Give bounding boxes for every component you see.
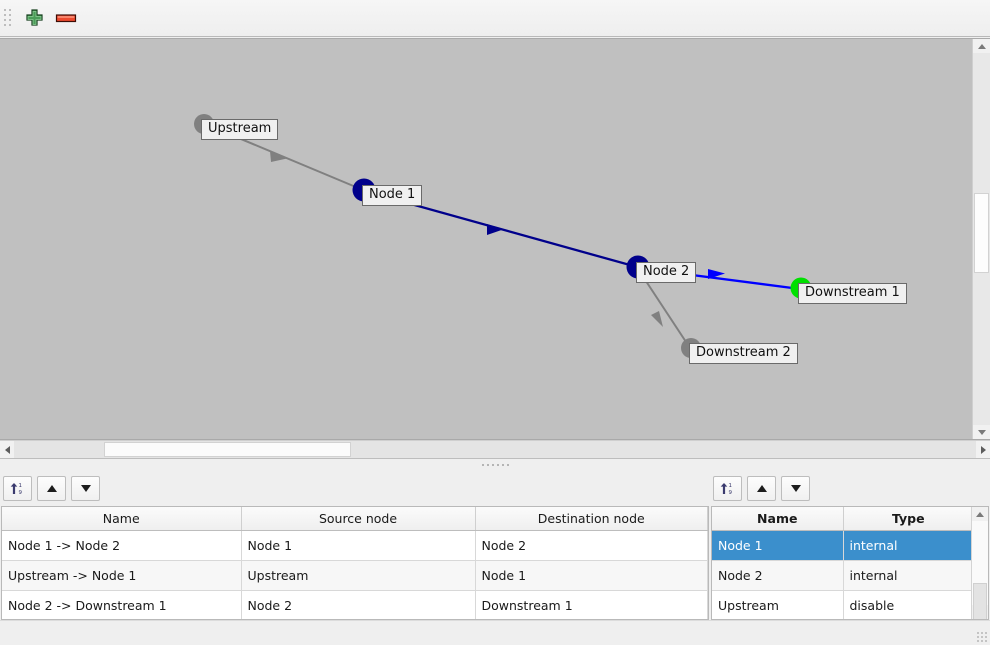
nodes-move-down-button[interactable] bbox=[781, 475, 810, 501]
sort-icon: 1 9 bbox=[10, 482, 23, 496]
pane-splitter[interactable] bbox=[0, 458, 990, 470]
triangle-up-icon bbox=[976, 511, 984, 517]
nodes-table-header-row: Name Type bbox=[712, 507, 974, 531]
table-row[interactable]: Upstream -> Node 1 Upstream Node 1 bbox=[2, 560, 708, 591]
canvas-scroll-right-button[interactable] bbox=[976, 441, 990, 458]
remove-node-button[interactable] bbox=[50, 3, 82, 33]
triangle-down-icon bbox=[80, 484, 91, 492]
node-type-cell[interactable]: internal bbox=[843, 530, 974, 561]
edges-table-header-row: Name Source node Destination node bbox=[2, 507, 708, 531]
node-name-cell[interactable]: Node 2 bbox=[712, 560, 844, 591]
nodes-table: Name Type Node 1 internal Node 2 interna… bbox=[712, 507, 974, 619]
edges-column-header-source[interactable]: Source node bbox=[241, 507, 476, 531]
edge-arrow-node2-downstream1 bbox=[708, 269, 725, 279]
edge-name-cell[interactable]: Upstream -> Node 1 bbox=[2, 560, 242, 591]
node-type-cell[interactable]: internal bbox=[843, 560, 974, 591]
table-row[interactable]: Node 2 internal bbox=[712, 560, 974, 591]
canvas-scroll-left-button[interactable] bbox=[0, 441, 14, 458]
triangle-up-icon bbox=[977, 43, 986, 49]
sort-icon: 1 9 bbox=[720, 482, 733, 496]
edges-sort-button[interactable]: 1 9 bbox=[3, 475, 32, 501]
triangle-up-icon bbox=[756, 484, 767, 492]
nodes-vscroll-thumb[interactable] bbox=[973, 583, 987, 619]
edges-table: Name Source node Destination node Node 1… bbox=[2, 507, 708, 619]
nodes-sort-button[interactable]: 1 9 bbox=[713, 475, 742, 501]
canvas-vscroll-thumb[interactable] bbox=[974, 193, 989, 273]
nodes-table-vertical-scrollbar[interactable] bbox=[971, 507, 988, 619]
toolbar-drag-handle-icon[interactable] bbox=[3, 7, 12, 29]
edges-column-header-destination[interactable]: Destination node bbox=[475, 507, 708, 531]
edge-source-cell[interactable]: Node 1 bbox=[241, 530, 476, 561]
nodes-move-up-button[interactable] bbox=[747, 475, 776, 501]
add-node-button[interactable] bbox=[18, 3, 50, 33]
svg-text:1: 1 bbox=[19, 483, 23, 489]
node-label-downstream1[interactable]: Downstream 1 bbox=[798, 283, 907, 304]
edges-column-header-name[interactable]: Name bbox=[2, 507, 242, 531]
node-label-node2[interactable]: Node 2 bbox=[636, 262, 697, 283]
edge-name-cell[interactable]: Node 1 -> Node 2 bbox=[2, 530, 242, 561]
nodes-table-container[interactable]: Name Type Node 1 internal Node 2 interna… bbox=[711, 506, 989, 620]
green-plus-icon bbox=[25, 8, 43, 26]
triangle-right-icon bbox=[980, 445, 986, 454]
edges-move-up-button[interactable] bbox=[37, 475, 66, 501]
table-row[interactable]: Node 1 internal bbox=[712, 530, 974, 561]
status-bar bbox=[0, 620, 990, 645]
graph-canvas[interactable]: Upstream Node 1 Node 2 Downstream 1 Down… bbox=[0, 38, 990, 440]
nodes-vscroll-track[interactable] bbox=[972, 521, 988, 619]
nodes-toolbar: 1 9 bbox=[710, 470, 990, 506]
window-resize-grip-icon[interactable] bbox=[977, 632, 988, 643]
edge-arrow-node2-downstream2 bbox=[651, 311, 663, 327]
canvas-vscroll-track[interactable] bbox=[973, 53, 990, 425]
canvas-scroll-down-button[interactable] bbox=[973, 425, 990, 439]
nodes-pane: 1 9 Name Type bbox=[710, 470, 990, 620]
node-label-upstream[interactable]: Upstream bbox=[201, 119, 279, 140]
node-label-downstream2[interactable]: Downstream 2 bbox=[689, 343, 798, 364]
edge-destination-cell[interactable]: Node 2 bbox=[475, 530, 708, 561]
node-name-cell[interactable]: Upstream bbox=[712, 590, 844, 619]
svg-text:9: 9 bbox=[19, 490, 23, 496]
triangle-left-icon bbox=[4, 445, 10, 454]
svg-text:9: 9 bbox=[729, 490, 733, 496]
canvas-hscroll-thumb[interactable] bbox=[104, 442, 351, 457]
edges-pane: 1 9 Name Source node bbox=[0, 470, 710, 620]
edges-table-container[interactable]: Name Source node Destination node Node 1… bbox=[1, 506, 709, 620]
edge-destination-cell[interactable]: Node 1 bbox=[475, 560, 708, 591]
edge-arrow-upstream-node1 bbox=[270, 151, 287, 162]
edge-source-cell[interactable]: Upstream bbox=[241, 560, 476, 591]
table-row[interactable]: Node 2 -> Downstream 1 Node 2 Downstream… bbox=[2, 590, 708, 619]
canvas-hscroll-track[interactable] bbox=[14, 441, 976, 458]
canvas-scroll-up-button[interactable] bbox=[973, 39, 990, 53]
lower-panes: 1 9 Name Source node bbox=[0, 470, 990, 620]
node-type-cell[interactable]: disable bbox=[843, 590, 974, 619]
table-row[interactable]: Upstream disable bbox=[712, 590, 974, 619]
edge-arrow-node1-node2 bbox=[487, 224, 503, 235]
nodes-scroll-up-button[interactable] bbox=[972, 507, 988, 521]
table-row[interactable]: Node 1 -> Node 2 Node 1 Node 2 bbox=[2, 530, 708, 561]
triangle-up-icon bbox=[46, 484, 57, 492]
svg-text:1: 1 bbox=[729, 483, 733, 489]
edges-toolbar: 1 9 bbox=[0, 470, 710, 506]
node-name-cell[interactable]: Node 1 bbox=[712, 530, 844, 561]
nodes-column-header-type[interactable]: Type bbox=[843, 507, 974, 531]
node-label-node1[interactable]: Node 1 bbox=[362, 185, 423, 206]
edge-name-cell[interactable]: Node 2 -> Downstream 1 bbox=[2, 590, 242, 619]
splitter-grip-icon bbox=[481, 463, 509, 466]
edges-move-down-button[interactable] bbox=[71, 475, 100, 501]
main-toolbar bbox=[0, 0, 990, 37]
nodes-column-header-name[interactable]: Name bbox=[712, 507, 844, 531]
canvas-horizontal-scrollbar[interactable] bbox=[0, 440, 990, 458]
edge-destination-cell[interactable]: Downstream 1 bbox=[475, 590, 708, 619]
canvas-vertical-scrollbar[interactable] bbox=[972, 39, 990, 439]
graph-edges-and-nodes[interactable] bbox=[0, 39, 973, 439]
triangle-down-icon bbox=[790, 484, 801, 492]
edge-source-cell[interactable]: Node 2 bbox=[241, 590, 476, 619]
triangle-down-icon bbox=[977, 429, 986, 435]
red-minus-icon bbox=[55, 14, 77, 23]
